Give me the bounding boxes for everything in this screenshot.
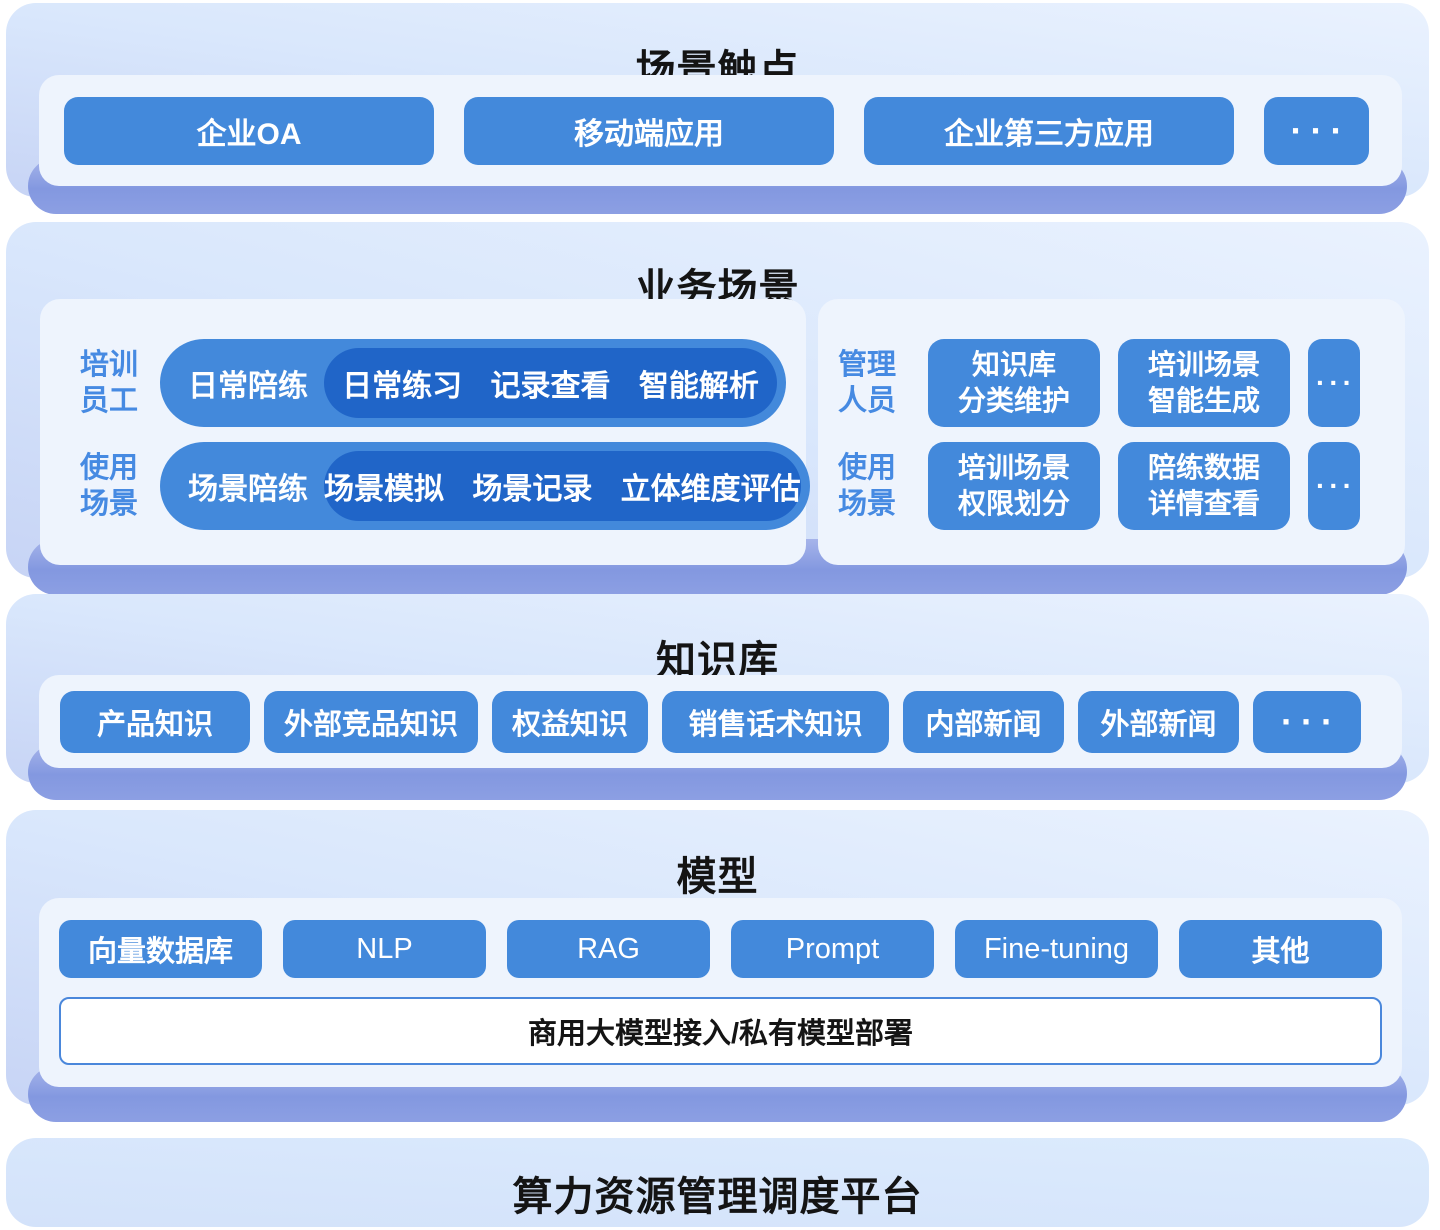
- block-vector-database: 向量数据库: [59, 920, 262, 978]
- admin-staff-tray: 管理 人员 知识库 分类维护 培训场景 智能生成 ··· 使用 场景 培训场景 …: [818, 299, 1405, 565]
- block-rights-knowledge: 权益知识: [492, 690, 648, 753]
- admin-usage-scene-label: 使用 场景: [838, 451, 897, 520]
- block-third-party-app: 企业第三方应用: [864, 96, 1234, 165]
- touchpoints-tray: 企业OA 移动端应用 企业第三方应用 ···: [39, 75, 1402, 186]
- block-scene-generation: 培训场景 智能生成: [1118, 339, 1290, 427]
- ellipsis-block: ···: [1308, 442, 1360, 530]
- llm-access-banner: 商用大模型接入/私有模型部署: [59, 997, 1382, 1065]
- training-row-scene: 使用 场景 场景陪练 场景模拟 场景记录 立体维度评估: [80, 442, 810, 530]
- block-scene-permission: 培训场景 权限划分: [928, 442, 1100, 530]
- block-nlp: NLP: [283, 920, 486, 978]
- block-sparring-data-view: 陪练数据 详情查看: [1118, 442, 1290, 530]
- scene-sparring-pill: 场景陪练 场景模拟 场景记录 立体维度评估: [160, 442, 810, 530]
- daily-sparring-detail: 日常练习 记录查看 智能解析: [324, 348, 777, 418]
- usage-scene-label: 使用 场景: [80, 451, 139, 520]
- panel-knowledge-base: 知识库 产品知识 外部竞品知识 权益知识 销售话术知识 内部新闻 外部新闻 ··…: [6, 594, 1429, 800]
- ellipsis-block: ···: [1253, 690, 1361, 753]
- panel-computing-platform: 算力资源管理调度平台: [6, 1138, 1429, 1227]
- block-sales-script-knowledge: 销售话术知识: [662, 690, 889, 753]
- training-staff-label: 培训 员工: [80, 348, 139, 417]
- block-enterprise-oa: 企业OA: [64, 96, 434, 165]
- admin-row-1: 管理 人员 知识库 分类维护 培训场景 智能生成 ···: [838, 339, 1387, 427]
- block-kb-maintenance: 知识库 分类维护: [928, 339, 1100, 427]
- panel-scene-touchpoints: 场景触点 企业OA 移动端应用 企业第三方应用 ···: [6, 3, 1429, 214]
- admin-row-2: 使用 场景 培训场景 权限划分 陪练数据 详情查看 ···: [838, 442, 1387, 530]
- ellipsis-block: ···: [1308, 339, 1360, 427]
- admin-staff-label: 管理 人员: [838, 348, 897, 417]
- ellipsis-block: ···: [1264, 96, 1369, 165]
- block-mobile-app: 移动端应用: [464, 96, 834, 165]
- block-internal-news: 内部新闻: [903, 690, 1064, 753]
- training-row-daily: 培训 员工 日常陪练 日常练习 记录查看 智能解析: [80, 339, 786, 427]
- panel-model-layer: 模型 向量数据库 NLP RAG Prompt Fine-tuning 其他 商…: [6, 810, 1429, 1122]
- training-staff-tray: 培训 员工 日常陪练 日常练习 记录查看 智能解析 使用 场景 场景陪练 场景模…: [40, 299, 810, 565]
- knowledge-tray: 产品知识 外部竞品知识 权益知识 销售话术知识 内部新闻 外部新闻 ···: [39, 675, 1402, 768]
- block-rag: RAG: [507, 920, 710, 978]
- block-other: 其他: [1179, 920, 1382, 978]
- daily-sparring-label: 日常陪练: [188, 370, 308, 403]
- daily-sparring-pill: 日常陪练 日常练习 记录查看 智能解析: [160, 339, 786, 427]
- scene-sparring-detail: 场景模拟 场景记录 立体维度评估: [324, 451, 801, 521]
- block-external-news: 外部新闻: [1078, 690, 1239, 753]
- block-fine-tuning: Fine-tuning: [955, 920, 1158, 978]
- block-prompt: Prompt: [731, 920, 934, 978]
- model-tray: 向量数据库 NLP RAG Prompt Fine-tuning 其他 商用大模…: [39, 898, 1402, 1087]
- panel-business-scenarios: 业务场景 培训 员工 日常陪练 日常练习 记录查看 智能解析 使用 场景 场景陪…: [6, 222, 1429, 595]
- section-title-platform: 算力资源管理调度平台: [512, 1175, 923, 1220]
- section-title-model: 模型: [676, 855, 759, 900]
- block-competitor-knowledge: 外部竞品知识: [264, 690, 478, 753]
- block-product-knowledge: 产品知识: [60, 690, 250, 753]
- scene-sparring-label: 场景陪练: [188, 473, 308, 506]
- model-blocks-row: 向量数据库 NLP RAG Prompt Fine-tuning 其他: [59, 920, 1382, 978]
